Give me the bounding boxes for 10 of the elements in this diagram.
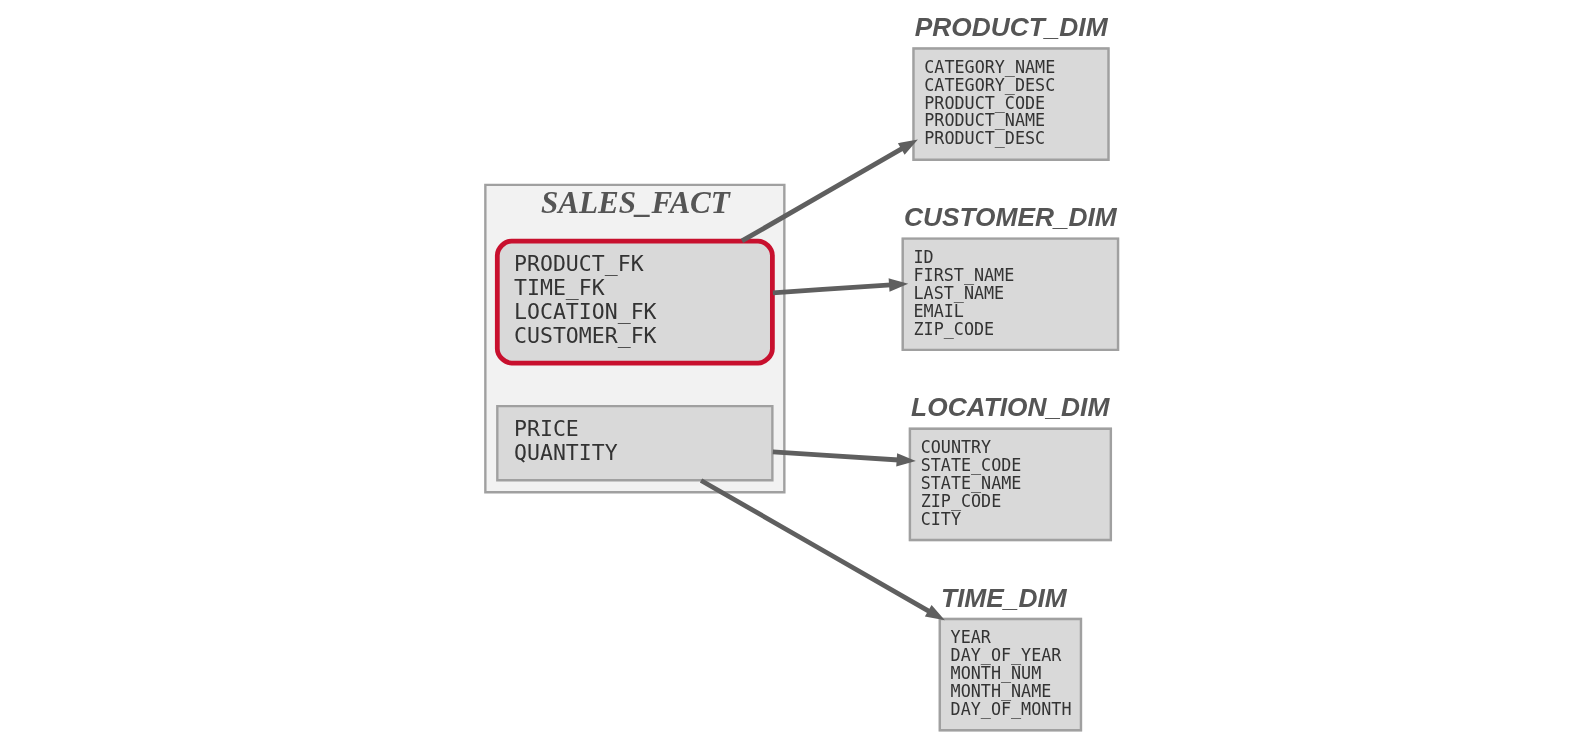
node-label: PRODUCT_DIM xyxy=(914,12,1108,43)
node-box: PRODUCT_FK TIME_FK LOCATION_FK CUSTOMER_FK xyxy=(494,238,775,366)
node-box: PRICE QUANTITY xyxy=(496,404,774,482)
arrow xyxy=(740,139,918,243)
arrow xyxy=(772,278,909,296)
node-label: LOCATION_DIM xyxy=(911,392,1110,423)
node-label: CUSTOMER_DIM xyxy=(903,202,1117,233)
node-label: TIME_DIM xyxy=(941,582,1067,613)
arrow xyxy=(772,449,916,467)
arrow xyxy=(699,478,945,621)
